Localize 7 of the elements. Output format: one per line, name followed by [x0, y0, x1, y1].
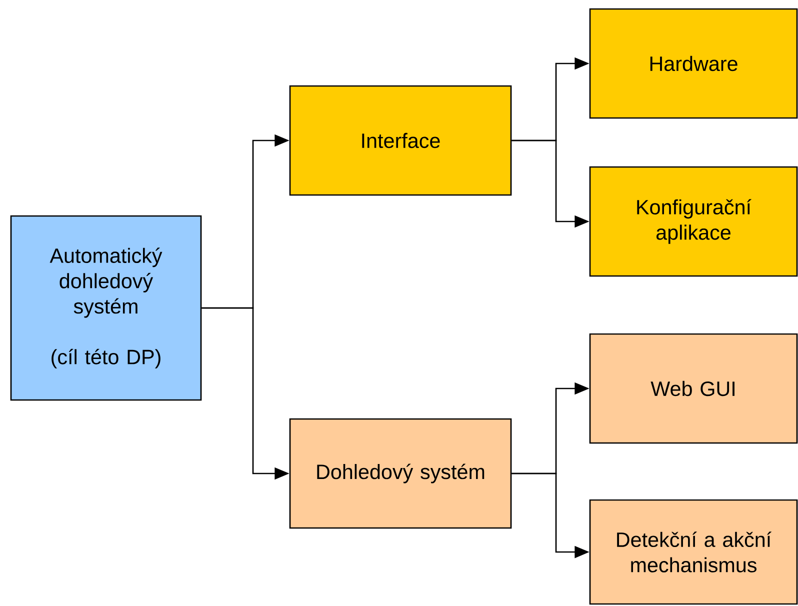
- component-box: Hardware: [589, 8, 798, 119]
- component-box: Web GUI: [589, 333, 798, 444]
- component-box: Interface: [289, 85, 512, 196]
- component-box: Konfigurační aplikace: [589, 166, 798, 277]
- component-box: Dohledový systém: [289, 418, 512, 529]
- system-box: Automatický dohledový systém (cíl této DP): [10, 215, 202, 401]
- component-box: Detekční a akční mechanismus: [589, 499, 798, 605]
